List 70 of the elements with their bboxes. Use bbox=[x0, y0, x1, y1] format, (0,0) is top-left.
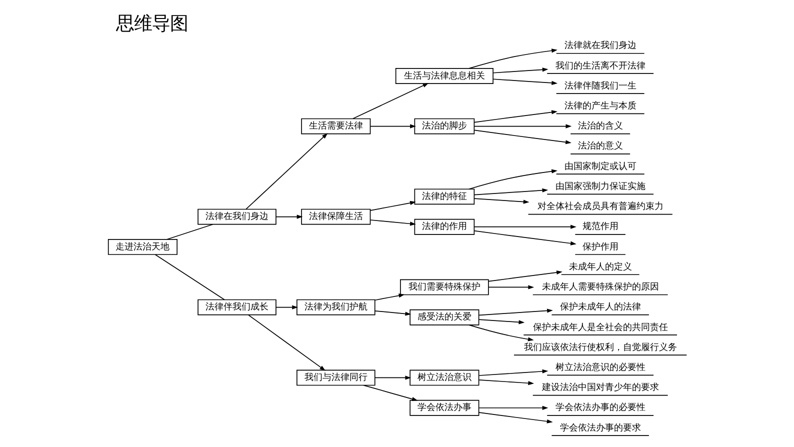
node-box: 法律保障生活 bbox=[300, 208, 370, 225]
node-box: 学会依法办事 bbox=[409, 400, 479, 416]
arrow bbox=[473, 230, 576, 246]
node-text: 树立法治意识的必要性 bbox=[554, 362, 645, 373]
node-text: 未成年人需要特殊保护的原因 bbox=[541, 282, 658, 293]
arrow bbox=[370, 200, 416, 211]
node-text: 未成年人的定义 bbox=[568, 261, 632, 272]
arrow bbox=[478, 406, 548, 410]
arrow bbox=[374, 376, 411, 380]
arrow bbox=[473, 124, 572, 128]
arrow bbox=[468, 324, 534, 342]
arrow bbox=[248, 314, 326, 371]
node-text: 建设法治中国对青少年的要求 bbox=[541, 382, 658, 394]
node-box: 法治的脚步 bbox=[414, 118, 474, 134]
node-text: 学会依法办事的必要性 bbox=[554, 402, 645, 414]
node-box: 走进法治天地 bbox=[107, 239, 177, 255]
connector bbox=[166, 224, 213, 240]
arrow bbox=[473, 198, 529, 204]
arrow bbox=[488, 270, 562, 282]
node-text: 保护未成年人的法律 bbox=[559, 302, 640, 313]
node-box: 法律为我们护航 bbox=[296, 299, 375, 316]
node-box: 树立法治意识 bbox=[409, 370, 479, 386]
node-box: 法律的作用 bbox=[414, 218, 474, 235]
node-box: 法律伴我们成长 bbox=[197, 299, 276, 316]
node-box: 我们与法律同行 bbox=[296, 370, 375, 386]
node-text: 保护作用 bbox=[582, 241, 618, 252]
arrow bbox=[374, 310, 411, 316]
node-text: 对全体社会成员具有普遍约束力 bbox=[536, 201, 663, 212]
arrow bbox=[478, 412, 552, 424]
arrow bbox=[468, 48, 557, 69]
arrow bbox=[275, 214, 302, 219]
node-box: 法律在我们身边 bbox=[197, 208, 276, 225]
arrow bbox=[370, 124, 416, 128]
node-box: 生活需要法律 bbox=[300, 118, 370, 134]
node-text: 保护未成年人是全社会的共同责任 bbox=[532, 322, 668, 333]
arrow bbox=[478, 380, 534, 386]
arrow bbox=[478, 369, 548, 376]
arrow bbox=[362, 384, 418, 401]
node-box: 我们需要特殊保护 bbox=[400, 279, 488, 296]
connector bbox=[154, 254, 224, 300]
arrow bbox=[492, 68, 548, 74]
node-text: 法律的产生与本质 bbox=[564, 100, 636, 112]
node-box: 生活与法律息息相关 bbox=[394, 68, 493, 84]
node-text: 我们应该依法行使权利，自觉履行义务 bbox=[523, 342, 676, 353]
arrow bbox=[370, 220, 416, 226]
arrow bbox=[352, 83, 428, 120]
arrow bbox=[478, 308, 552, 316]
node-text: 由国家强制力保证实施 bbox=[554, 180, 645, 192]
node-text: 由国家制定或认可 bbox=[564, 160, 636, 172]
node-text: 学会依法办事的要求 bbox=[559, 422, 640, 434]
arrow bbox=[473, 188, 548, 196]
node-text: 法律伴随我们一生 bbox=[564, 80, 636, 92]
arrow bbox=[473, 110, 557, 123]
arrow bbox=[245, 133, 328, 210]
arrow bbox=[492, 78, 558, 85]
node-box: 法律的特征 bbox=[414, 188, 474, 205]
arrow bbox=[275, 305, 298, 310]
arrow bbox=[488, 285, 534, 290]
arrow bbox=[468, 169, 557, 190]
arrow bbox=[473, 224, 576, 229]
arrow bbox=[478, 319, 524, 324]
node-text: 规范作用 bbox=[582, 221, 618, 232]
arrow bbox=[473, 130, 571, 144]
diagram-title: 思维导图 bbox=[115, 14, 188, 35]
node-text: 法治的含义 bbox=[577, 120, 622, 132]
arrow bbox=[374, 294, 404, 301]
node-text: 我们的生活离不开法律 bbox=[554, 60, 645, 72]
node-text: 法治的意义 bbox=[577, 140, 622, 152]
node-text: 法律就在我们身边 bbox=[564, 40, 636, 52]
node-box: 感受法的关爱 bbox=[409, 309, 479, 326]
